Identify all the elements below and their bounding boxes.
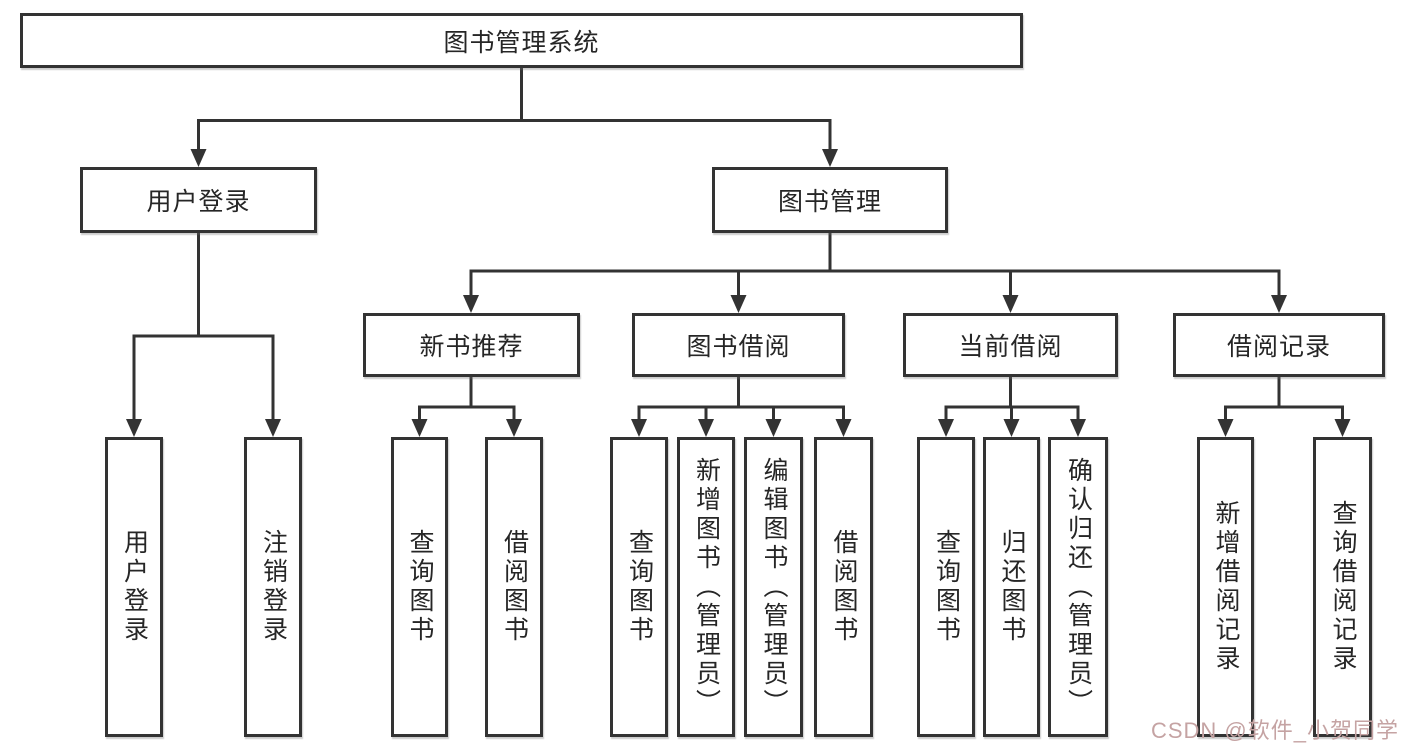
- arrow-down-icon: [1271, 295, 1287, 313]
- node-current-borrow: 当前借阅: [903, 313, 1118, 377]
- arrow-down-icon: [730, 295, 747, 313]
- arrow-down-icon: [698, 419, 714, 437]
- connector-line: [944, 377, 1080, 421]
- node-leaf-edit-book-admin: 编辑图书（管理员）: [744, 437, 803, 737]
- node-new-book-recommend: 新书推荐: [363, 313, 580, 377]
- connector-book-mgmt-to-level3: [463, 233, 1287, 313]
- arrow-down-icon: [1002, 295, 1019, 313]
- arrow-down-icon: [190, 149, 207, 167]
- connector-line: [418, 377, 516, 421]
- arrow-down-icon: [1003, 419, 1020, 437]
- node-leaf-borrow-book-1: 借阅图书: [485, 437, 543, 737]
- node-leaf-confirm-return-admin: 确认归还（管理员）: [1048, 437, 1108, 737]
- arrow-down-icon: [631, 419, 647, 437]
- arrow-down-icon: [765, 419, 782, 437]
- arrow-down-icon: [822, 149, 838, 167]
- connector-book-borrow-to-leaves: [631, 377, 852, 437]
- arrow-down-icon: [265, 419, 281, 437]
- node-user-login: 用户登录: [80, 167, 317, 233]
- node-leaf-logout: 注销登录: [244, 437, 302, 737]
- arrow-down-icon: [938, 419, 954, 437]
- arrow-down-icon: [463, 295, 479, 313]
- node-leaf-query-book-2: 查询图书: [610, 437, 668, 737]
- arrow-down-icon: [1217, 419, 1234, 437]
- node-book-management: 图书管理: [712, 167, 948, 233]
- arrow-down-icon: [411, 419, 428, 437]
- node-leaf-query-book-3: 查询图书: [917, 437, 975, 737]
- connector-root-to-level2: [190, 68, 838, 167]
- node-borrow-records: 借阅记录: [1173, 313, 1385, 377]
- connector-new-book-rec-to-leaves: [411, 377, 522, 437]
- arrow-down-icon: [835, 419, 852, 437]
- arrow-down-icon: [1334, 419, 1351, 437]
- connector-borrow-records-to-leaves: [1217, 377, 1351, 437]
- node-book-borrow: 图书借阅: [632, 313, 845, 377]
- node-root-library-system: 图书管理系统: [20, 13, 1023, 68]
- node-leaf-return-book: 归还图书: [983, 437, 1040, 737]
- node-leaf-user-login: 用户登录: [105, 437, 163, 737]
- node-leaf-add-borrow-record: 新增借阅记录: [1197, 437, 1254, 737]
- arrow-down-icon: [126, 419, 142, 437]
- connector-current-borrow-to-leaves: [938, 377, 1086, 437]
- connector-line: [1224, 377, 1344, 421]
- connector-line: [469, 233, 1281, 297]
- node-leaf-query-borrow-record: 查询借阅记录: [1313, 437, 1372, 737]
- node-leaf-borrow-book-2: 借阅图书: [814, 437, 873, 737]
- arrow-down-icon: [506, 419, 522, 437]
- node-leaf-query-book-1: 查询图书: [391, 437, 448, 737]
- arrow-down-icon: [1070, 419, 1086, 437]
- connector-user-login-to-leaves: [126, 233, 281, 437]
- connector-line: [637, 377, 845, 421]
- connector-line: [132, 233, 275, 421]
- connector-line: [197, 68, 832, 151]
- watermark: CSDN @软件_小贺同学: [1150, 718, 1399, 743]
- node-leaf-add-book-admin: 新增图书（管理员）: [677, 437, 735, 737]
